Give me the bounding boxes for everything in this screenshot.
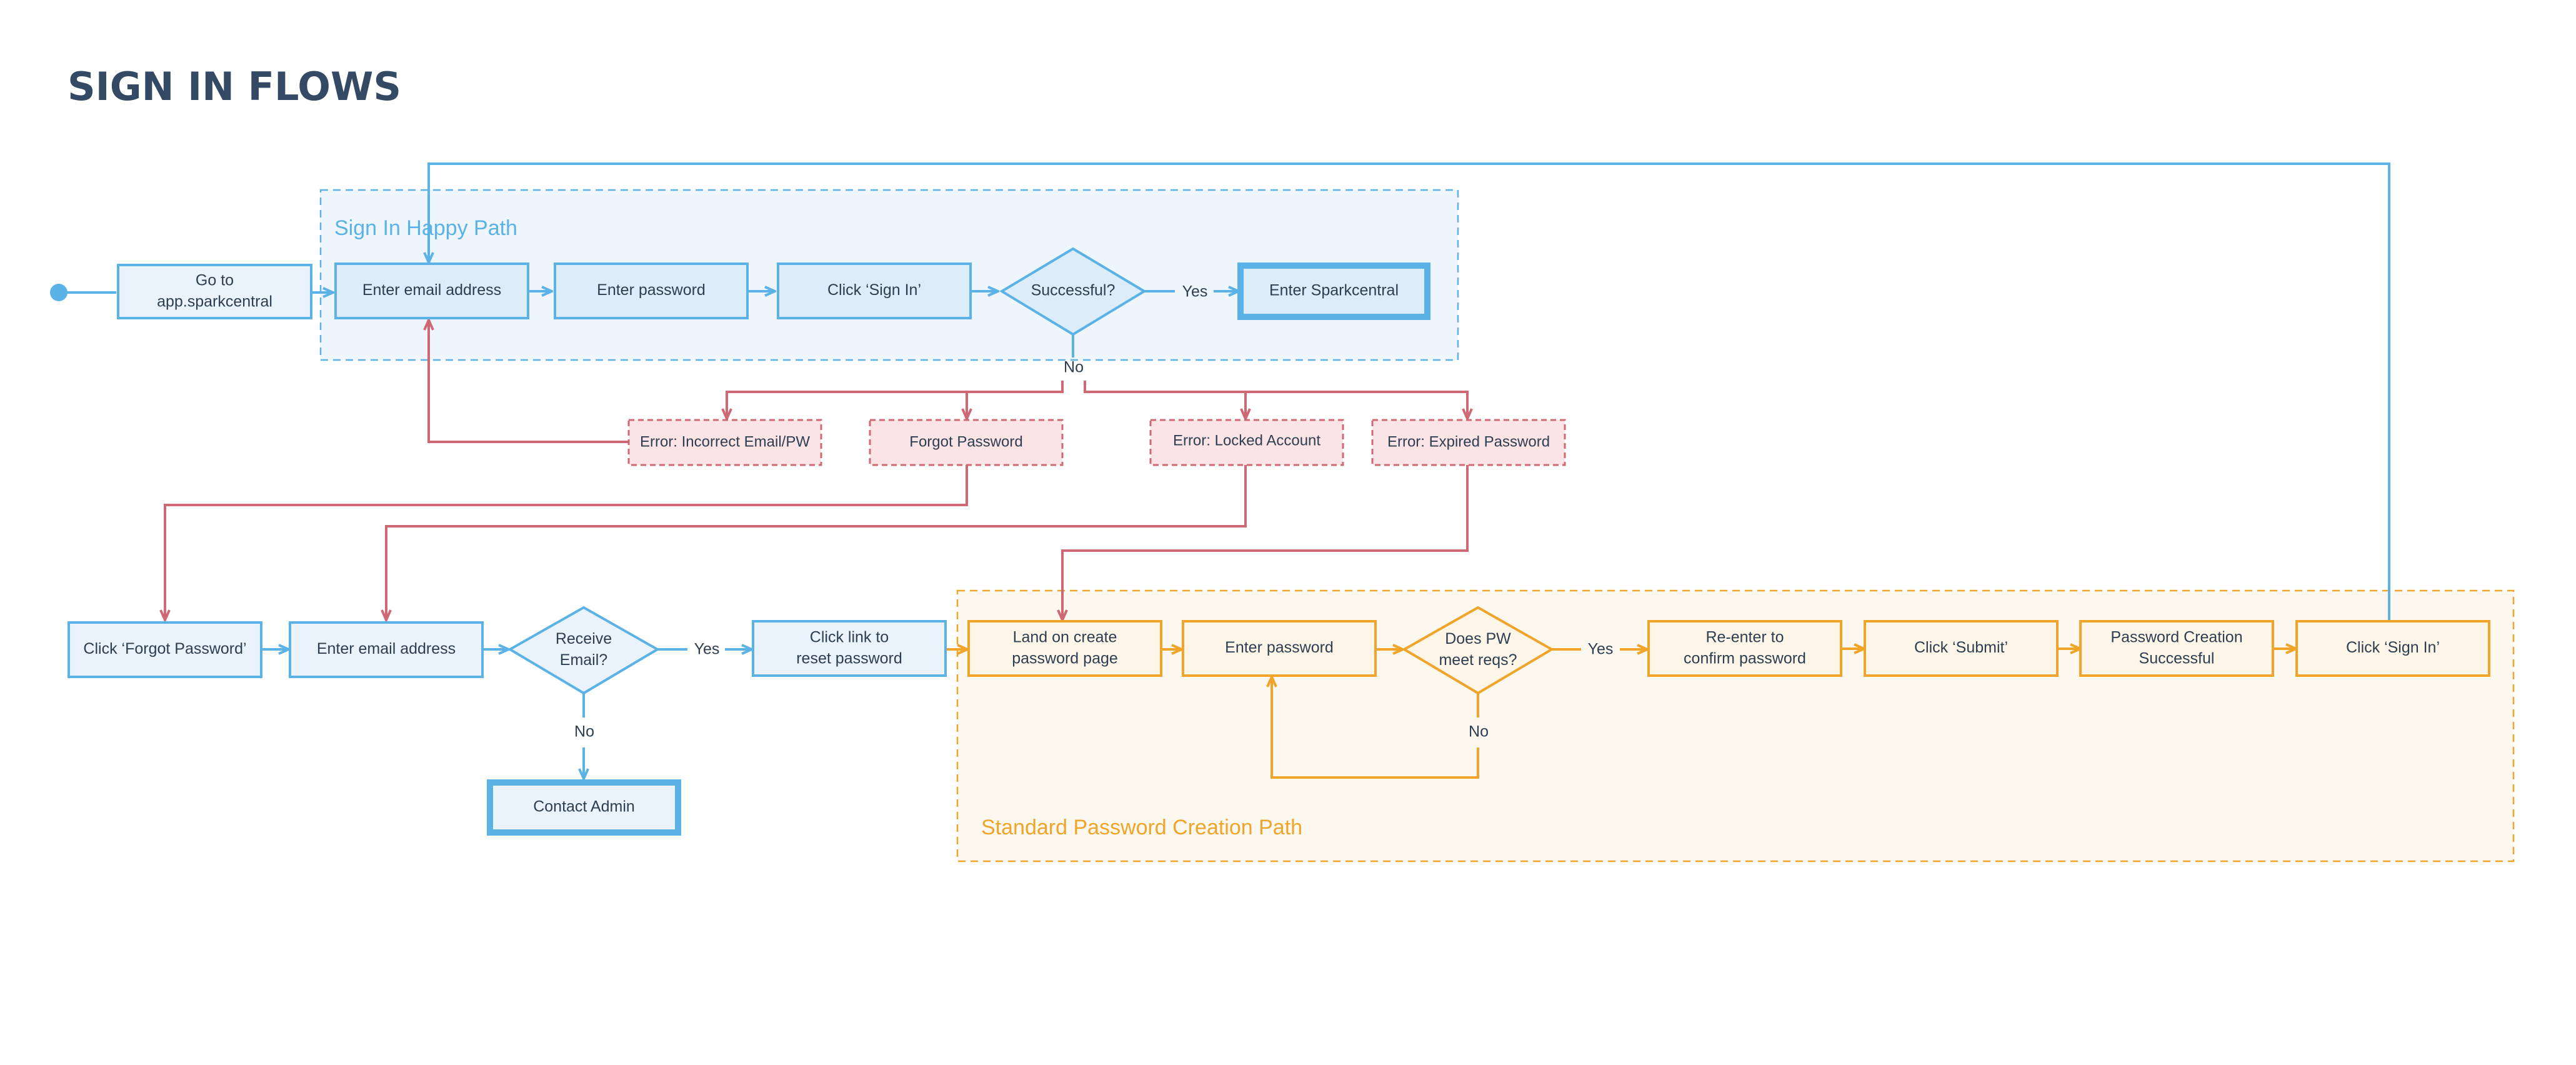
happy-path-region-label: Sign In Happy Path bbox=[334, 216, 517, 240]
node-error-locked-label: Error: Locked Account bbox=[1173, 432, 1320, 449]
node-error-expired: Error: Expired Password bbox=[1371, 419, 1566, 466]
node-enter-password-1-label: Enter password bbox=[597, 281, 706, 299]
node-enter-email-2-label: Enter email address bbox=[317, 640, 456, 658]
node-enter-password-1: Enter password bbox=[554, 262, 749, 319]
edge-label-yes-3: Yes bbox=[1588, 641, 1614, 658]
node-forgot-password: Forgot Password bbox=[869, 419, 1064, 466]
page-title: SIGN IN FLOWS bbox=[67, 64, 401, 109]
node-enter-sparkcentral: Enter Sparkcentral bbox=[1237, 262, 1430, 320]
node-successful-label: Successful? bbox=[1031, 282, 1116, 299]
node-click-submit-label: Click ‘Submit’ bbox=[1914, 639, 2008, 656]
node-click-forgot: Click ‘Forgot Password’ bbox=[67, 621, 262, 678]
connector-forgot-clickforgot bbox=[165, 465, 968, 620]
node-error-expired-label: Error: Expired Password bbox=[1387, 433, 1550, 450]
connector-no-right bbox=[1084, 381, 1467, 419]
connector-no-enterpassword bbox=[1272, 677, 1479, 779]
node-click-sign-in-1-label: Click ‘Sign In’ bbox=[827, 281, 921, 299]
node-error-incorrect-label: Error: Incorrect Email/PW bbox=[640, 433, 810, 450]
node-contact-admin-label: Contact Admin bbox=[533, 798, 635, 816]
edge-label-yes-1: Yes bbox=[1182, 283, 1208, 301]
connector-expired-land bbox=[1062, 465, 1469, 620]
node-click-sign-in-2: Click ‘Sign In’ bbox=[2295, 620, 2490, 677]
node-forgot-password-label: Forgot Password bbox=[909, 433, 1022, 450]
connector-no-left bbox=[727, 381, 1064, 419]
connector-signin-loop bbox=[429, 162, 2390, 621]
node-enter-password-2: Enter password bbox=[1182, 620, 1377, 677]
node-error-incorrect: Error: Incorrect Email/PW bbox=[627, 419, 822, 466]
node-error-locked: Error: Locked Account bbox=[1149, 419, 1344, 466]
edge-label-no-1: No bbox=[1064, 359, 1084, 376]
edge-label-no-2: No bbox=[574, 723, 594, 741]
node-enter-email-1: Enter email address bbox=[334, 262, 529, 319]
node-click-forgot-label: Click ‘Forgot Password’ bbox=[83, 640, 246, 658]
edge-label-yes-2: Yes bbox=[694, 641, 720, 658]
node-enter-password-2-label: Enter password bbox=[1225, 639, 1334, 656]
start-dot bbox=[50, 284, 67, 301]
node-enter-sparkcentral-label: Enter Sparkcentral bbox=[1269, 282, 1399, 299]
edge-label-no-3: No bbox=[1469, 723, 1489, 741]
node-enter-email-1-label: Enter email address bbox=[362, 281, 501, 299]
node-contact-admin: Contact Admin bbox=[487, 779, 681, 836]
node-click-submit: Click ‘Submit’ bbox=[1864, 620, 2059, 677]
password-creation-region-label: Standard Password Creation Path bbox=[981, 816, 1302, 839]
node-click-sign-in-1: Click ‘Sign In’ bbox=[777, 262, 972, 319]
node-click-sign-in-2-label: Click ‘Sign In’ bbox=[2346, 639, 2440, 656]
node-successful: Successful? bbox=[999, 247, 1147, 336]
connector-incorrect-email bbox=[429, 320, 629, 443]
connectors bbox=[59, 162, 2390, 779]
node-enter-email-2: Enter email address bbox=[289, 621, 484, 678]
connector-locked-email bbox=[386, 465, 1247, 620]
